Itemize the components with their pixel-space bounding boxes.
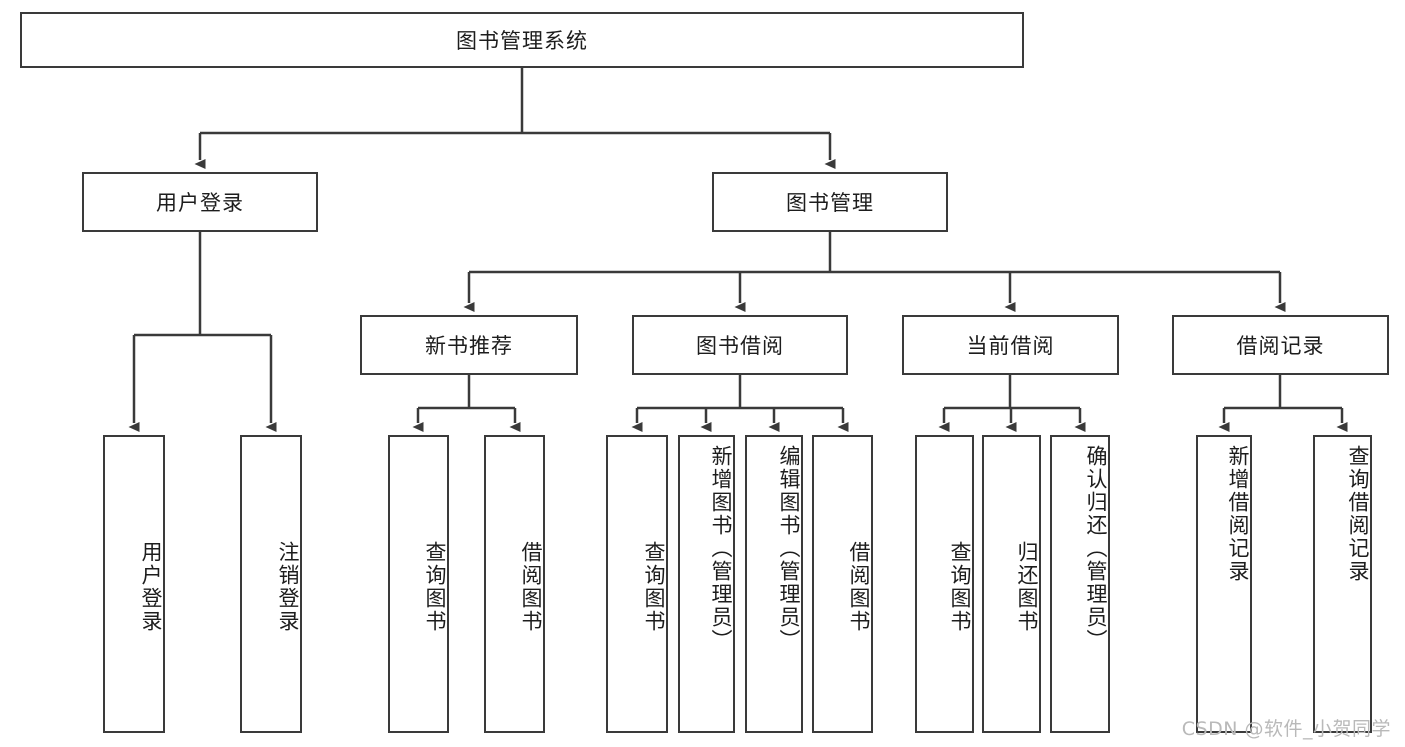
leaf-current-borrow-2[interactable]: 归还图书	[982, 435, 1041, 733]
leaf-current-borrow-1[interactable]: 查询图书	[915, 435, 974, 733]
leaf-book-borrow-2[interactable]: 新增图书（管理员）	[678, 435, 735, 733]
leaf-current-borrow-3[interactable]: 确认归还（管理员）	[1050, 435, 1110, 733]
node-root-label: 图书管理系统	[456, 29, 588, 53]
node-user-login-label: 用户登录	[156, 191, 244, 215]
node-new-book-recommend-label: 新书推荐	[425, 334, 513, 358]
watermark: CSDN @软件_小贺同学	[1181, 718, 1391, 740]
node-borrow-record[interactable]: 借阅记录	[1172, 315, 1389, 375]
node-new-book-recommend[interactable]: 新书推荐	[360, 315, 578, 375]
leaf-new-book-1-label: 查询图书	[423, 541, 447, 633]
leaf-new-book-2-label: 借阅图书	[519, 541, 543, 633]
leaf-borrow-record-1[interactable]: 新增借阅记录	[1196, 435, 1252, 733]
node-book-manage-label: 图书管理	[786, 191, 874, 215]
leaf-book-borrow-3-label: 编辑图书（管理员）	[777, 445, 801, 652]
leaf-book-borrow-3[interactable]: 编辑图书（管理员）	[745, 435, 803, 733]
leaf-user-login-2[interactable]: 注销登录	[240, 435, 302, 733]
leaf-user-login-2-label: 注销登录	[276, 541, 300, 633]
node-user-login[interactable]: 用户登录	[82, 172, 318, 232]
leaf-borrow-record-2-label: 查询借阅记录	[1346, 445, 1370, 583]
leaf-borrow-record-2[interactable]: 查询借阅记录	[1313, 435, 1372, 733]
leaf-book-borrow-2-label: 新增图书（管理员）	[709, 445, 733, 652]
node-book-borrow-label: 图书借阅	[696, 334, 784, 358]
node-current-borrow-label: 当前借阅	[966, 334, 1055, 358]
leaf-book-borrow-4[interactable]: 借阅图书	[812, 435, 873, 733]
leaf-current-borrow-2-label: 归还图书	[1015, 541, 1039, 633]
node-current-borrow[interactable]: 当前借阅	[902, 315, 1119, 375]
node-book-manage[interactable]: 图书管理	[712, 172, 948, 232]
node-root[interactable]: 图书管理系统	[20, 12, 1024, 68]
leaf-new-book-2[interactable]: 借阅图书	[484, 435, 545, 733]
node-borrow-record-label: 借阅记录	[1236, 334, 1325, 358]
node-book-borrow[interactable]: 图书借阅	[632, 315, 848, 375]
leaf-book-borrow-1[interactable]: 查询图书	[606, 435, 668, 733]
leaf-borrow-record-1-label: 新增借阅记录	[1226, 445, 1250, 583]
leaf-user-login-1-label: 用户登录	[139, 541, 163, 633]
leaf-user-login-1[interactable]: 用户登录	[103, 435, 165, 733]
leaf-current-borrow-3-label: 确认归还（管理员）	[1084, 445, 1108, 652]
leaf-new-book-1[interactable]: 查询图书	[388, 435, 449, 733]
leaf-current-borrow-1-label: 查询图书	[948, 541, 972, 633]
leaf-book-borrow-1-label: 查询图书	[642, 541, 666, 633]
leaf-book-borrow-4-label: 借阅图书	[847, 541, 871, 633]
